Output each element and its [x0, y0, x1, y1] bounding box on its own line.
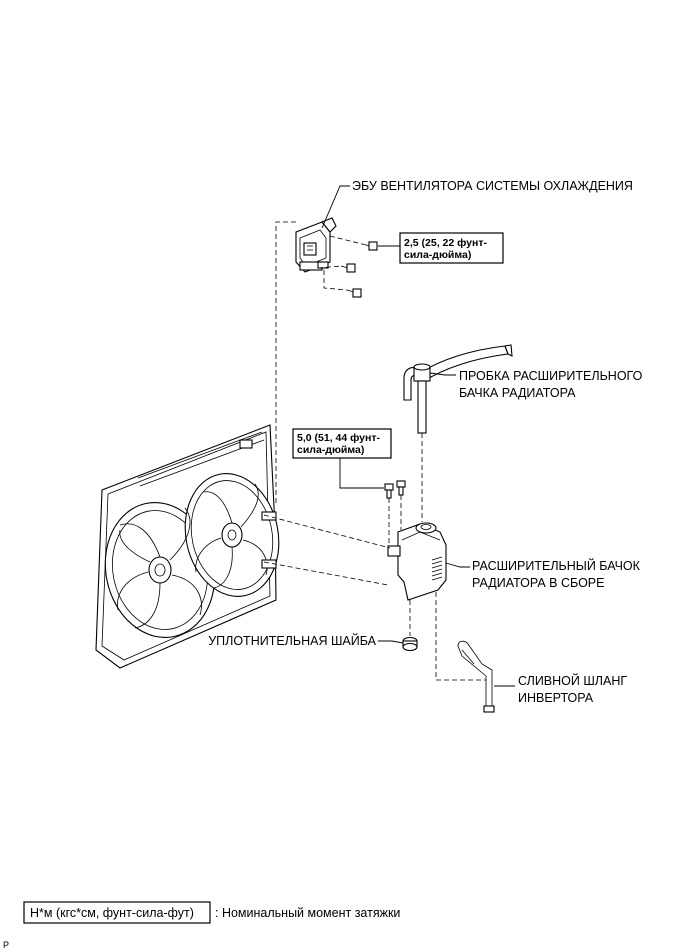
reservoir-cap-label-line-2: БАЧКА РАДИАТОРА	[459, 386, 576, 400]
tank-torque-line-2: сила-дюйма)	[297, 444, 364, 456]
reservoir-tank-label-line-1: РАСШИРИТЕЛЬНЫЙ БАЧОК	[472, 558, 641, 573]
cooling-fan-ecu	[295, 217, 337, 273]
torque-legend: Н*м (кгс*см, фунт-сила-фут) : Номинальны…	[23, 901, 400, 924]
drain-hose-label-line-1: СЛИВНОЙ ШЛАНГ	[518, 673, 627, 688]
ecu-label: ЭБУ ВЕНТИЛЯТОРА СИСТЕМЫ ОХЛАЖДЕНИЯ	[352, 179, 633, 193]
tank-torque-box: 5,0 (51, 44 фунт- сила-дюйма)	[292, 428, 392, 459]
ecu-bolt-3	[346, 288, 362, 298]
leader-lines	[321, 185, 515, 687]
reservoir-tank-assembly	[387, 522, 447, 601]
reservoir-tank-label-line-2: РАДИАТОРА В СБОРЕ	[472, 576, 604, 590]
grommet-washer-label: УПЛОТНИТЕЛЬНАЯ ШАЙБА	[208, 633, 376, 648]
ecu-bolt-1	[361, 241, 378, 251]
inverter-drain-hose	[457, 640, 495, 713]
corner-mark: P	[3, 940, 9, 950]
ecu-torque-line-1: 2,5 (25, 22 фунт-	[404, 237, 487, 249]
ecu-bolt-2	[340, 263, 356, 273]
tank-bolt-2	[396, 480, 406, 496]
tank-torque-line-1: 5,0 (51, 44 фунт-	[297, 432, 380, 444]
tank-bolt-1	[384, 483, 394, 499]
ecu-torque-box: 2,5 (25, 22 фунт- сила-дюйма)	[399, 232, 504, 264]
legend-description: : Номинальный момент затяжки	[215, 906, 400, 920]
grommet-washer	[402, 636, 418, 652]
legend-box-text: Н*м (кгс*см, фунт-сила-фут)	[30, 906, 194, 920]
drain-hose-label-line-2: ИНВЕРТОРА	[518, 691, 594, 705]
ecu-torque-line-2: сила-дюйма)	[404, 249, 471, 261]
reservoir-cap-label-line-1: ПРОБКА РАСШИРИТЕЛЬНОГО	[459, 369, 643, 383]
assembly-guide-lines	[263, 221, 486, 681]
fan-shroud-assembly	[95, 424, 280, 669]
reservoir-cap-and-tube	[403, 344, 513, 434]
